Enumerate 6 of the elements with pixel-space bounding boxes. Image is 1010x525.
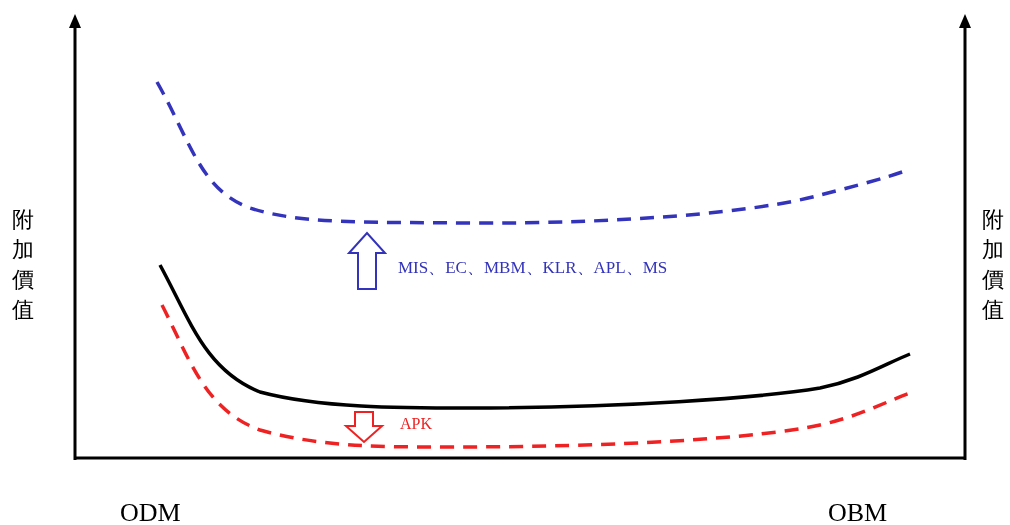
- axis-label: ODM: [120, 500, 181, 525]
- annotation-text: MIS、EC、MBM、KLR、APL、MS: [398, 259, 668, 276]
- axis-label: 附加價值: [12, 206, 34, 324]
- annotation-text: APK: [400, 416, 432, 432]
- axis-label: 附加價值: [982, 206, 1004, 324]
- axis-label: OBM: [828, 500, 888, 525]
